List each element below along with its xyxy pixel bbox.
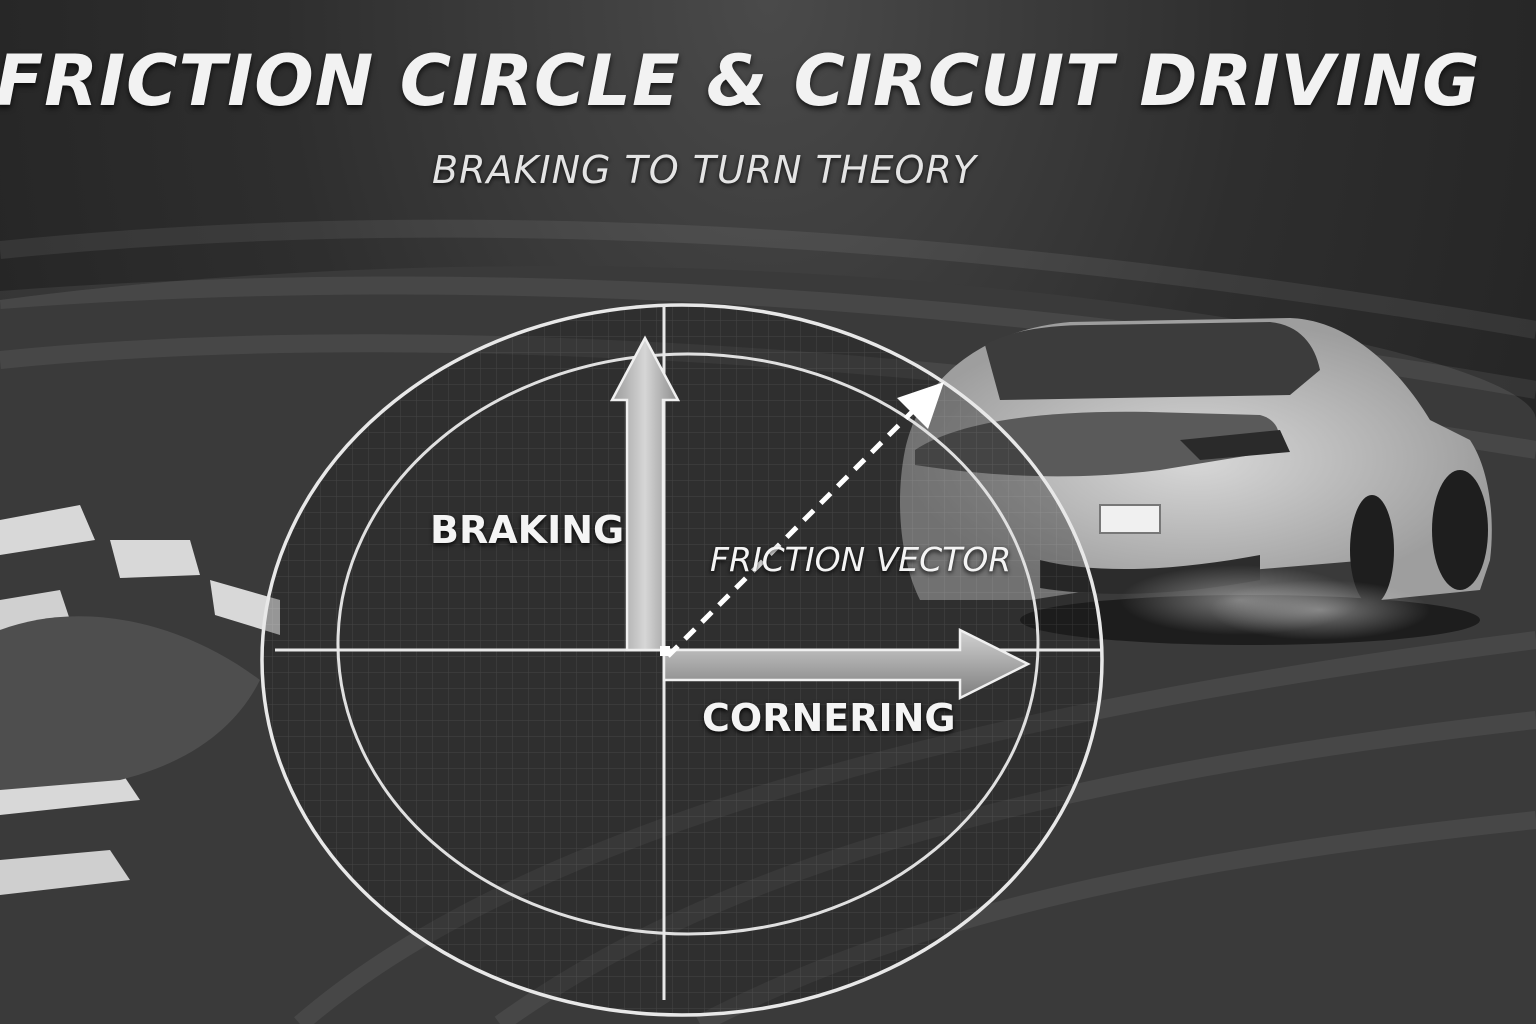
friction-circle [260,303,1104,1017]
origin-marker [660,646,670,656]
cornering-label: CORNERING [702,696,956,740]
inner-circle [336,352,1040,936]
friction-vector-line [666,406,918,658]
page-title: FRICTION CIRCLE & CIRCUIT DRIVING [0,40,1481,122]
braking-label: BRAKING [430,508,625,552]
grass-patch [0,616,260,790]
braking-arrow [609,335,681,652]
outer-limit-circle [260,303,1104,1017]
page-subtitle: BRAKING TO TURN THEORY [432,148,978,192]
cornering-arrow [662,627,1031,701]
friction-vector-arrowhead [897,382,944,429]
friction-vector-label: FRICTION VECTOR [710,540,1012,579]
